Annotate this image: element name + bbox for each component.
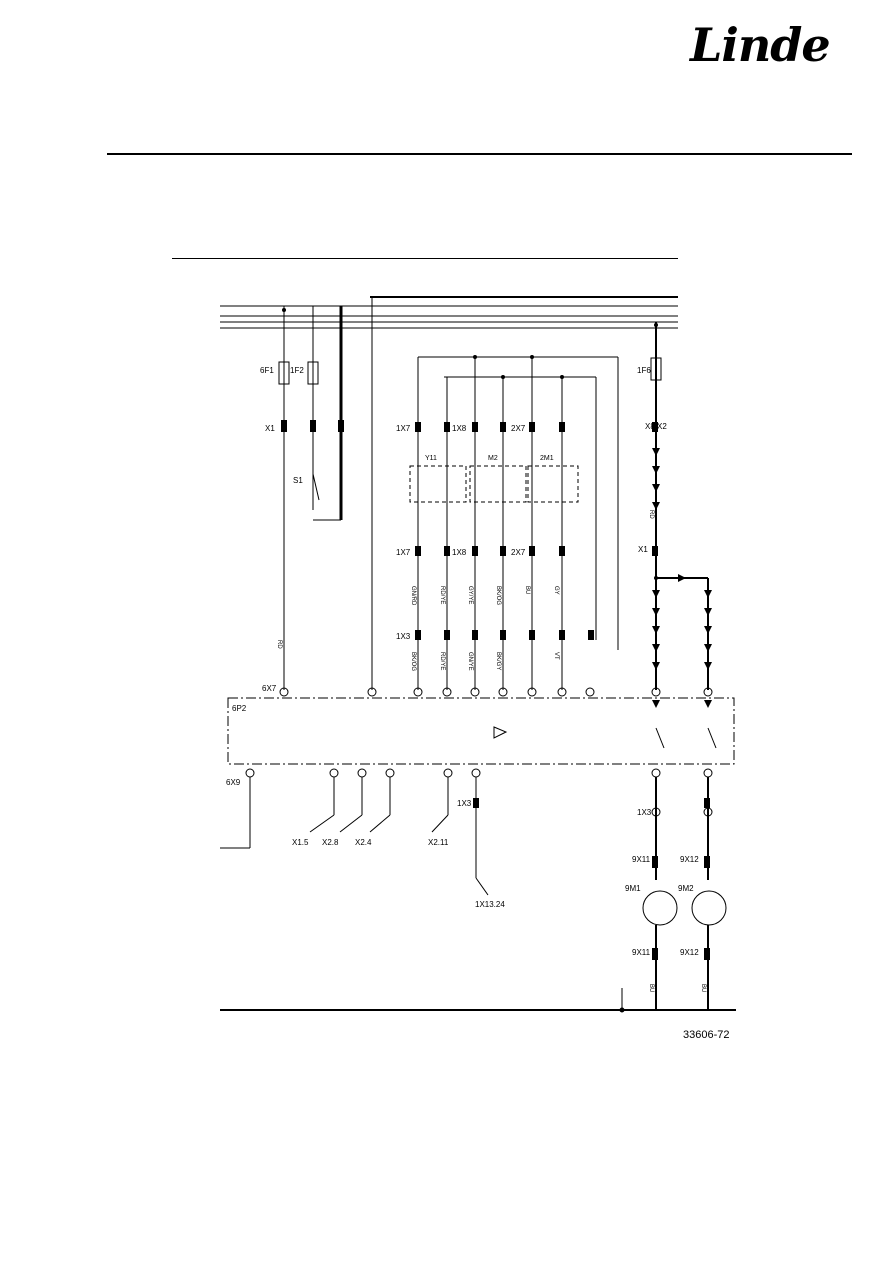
logo-text: Linde [690, 18, 831, 72]
conn-6x7: 6X7 [262, 684, 277, 693]
ref-x2-8: X2.8 [322, 838, 339, 847]
controller-label: 6P2 [232, 704, 247, 713]
motor-9m2-label: 9M2 [678, 884, 694, 893]
conn-1x8-mid: 1X8 [452, 548, 467, 557]
conn-9x11-a: 9X11 [632, 855, 651, 864]
wire-code: GY/YE [467, 586, 473, 605]
linde-logo: Linde [690, 18, 860, 78]
fuse-1f2-label: 1F2 [290, 366, 304, 375]
conn-1x3-b: 1X3 [457, 799, 472, 808]
conn-1x8-top: 1X8 [452, 424, 467, 433]
conn-9x11-b: 9X11 [632, 948, 651, 957]
valve-m2-label: M2 [488, 455, 498, 462]
header-rule [107, 153, 852, 155]
ref-1x13-24: 1X13.24 [475, 900, 505, 909]
conn-1x3-c: 1X3 [637, 808, 652, 817]
ref-x2-11: X2.11 [428, 838, 449, 847]
wire-code: BK/OG [495, 586, 501, 606]
wire-code: BK/OG [410, 652, 416, 672]
conn-9x12-b: 9X12 [680, 948, 699, 957]
wire-code: GN/RD [410, 586, 416, 606]
valve-2m1-label: 2M1 [540, 455, 554, 462]
switch-s1-label: S1 [293, 476, 303, 485]
conn-6x9: 6X9 [226, 778, 241, 787]
wire-code: RD/YE [439, 652, 445, 671]
wire-code: RD [276, 640, 282, 649]
wire-code: BU [648, 984, 654, 993]
conn-1x3-low: 1X3 [396, 632, 411, 641]
wire-code: GN/YE [467, 652, 473, 671]
motor-9m1-label: 9M1 [625, 884, 641, 893]
wire-code: GY [553, 586, 559, 595]
conn-1x7-mid: 1X7 [396, 548, 411, 557]
ref-x2-4: X2.4 [355, 838, 372, 847]
drawing-number: 33606-72 [683, 1029, 730, 1041]
conn-9x12-a: 9X12 [680, 855, 699, 864]
wire-code: VT [553, 652, 559, 660]
wire-code: RD [648, 510, 654, 519]
valve-y11-label: Y11 [425, 455, 437, 462]
conn-2x7-top: 2X7 [511, 424, 526, 433]
conn-x8-x2: X8/X2 [645, 422, 667, 431]
wire-code: BK/GY [495, 652, 501, 671]
conn-1x7-top: 1X7 [396, 424, 411, 433]
conn-2x7-mid: 2X7 [511, 548, 526, 557]
wire-code: BU [524, 586, 530, 595]
fuse-1f6-label: 1F6 [637, 366, 651, 375]
wire-code: BU [700, 984, 706, 993]
fuse-6f1-label: 6F1 [260, 366, 274, 375]
conn-x1-mid: X1 [638, 545, 648, 554]
ref-x1-5: X1.5 [292, 838, 309, 847]
conn-x1-top: X1 [265, 424, 275, 433]
section-rule [172, 258, 678, 259]
wire-code: RD/YE [439, 586, 445, 605]
